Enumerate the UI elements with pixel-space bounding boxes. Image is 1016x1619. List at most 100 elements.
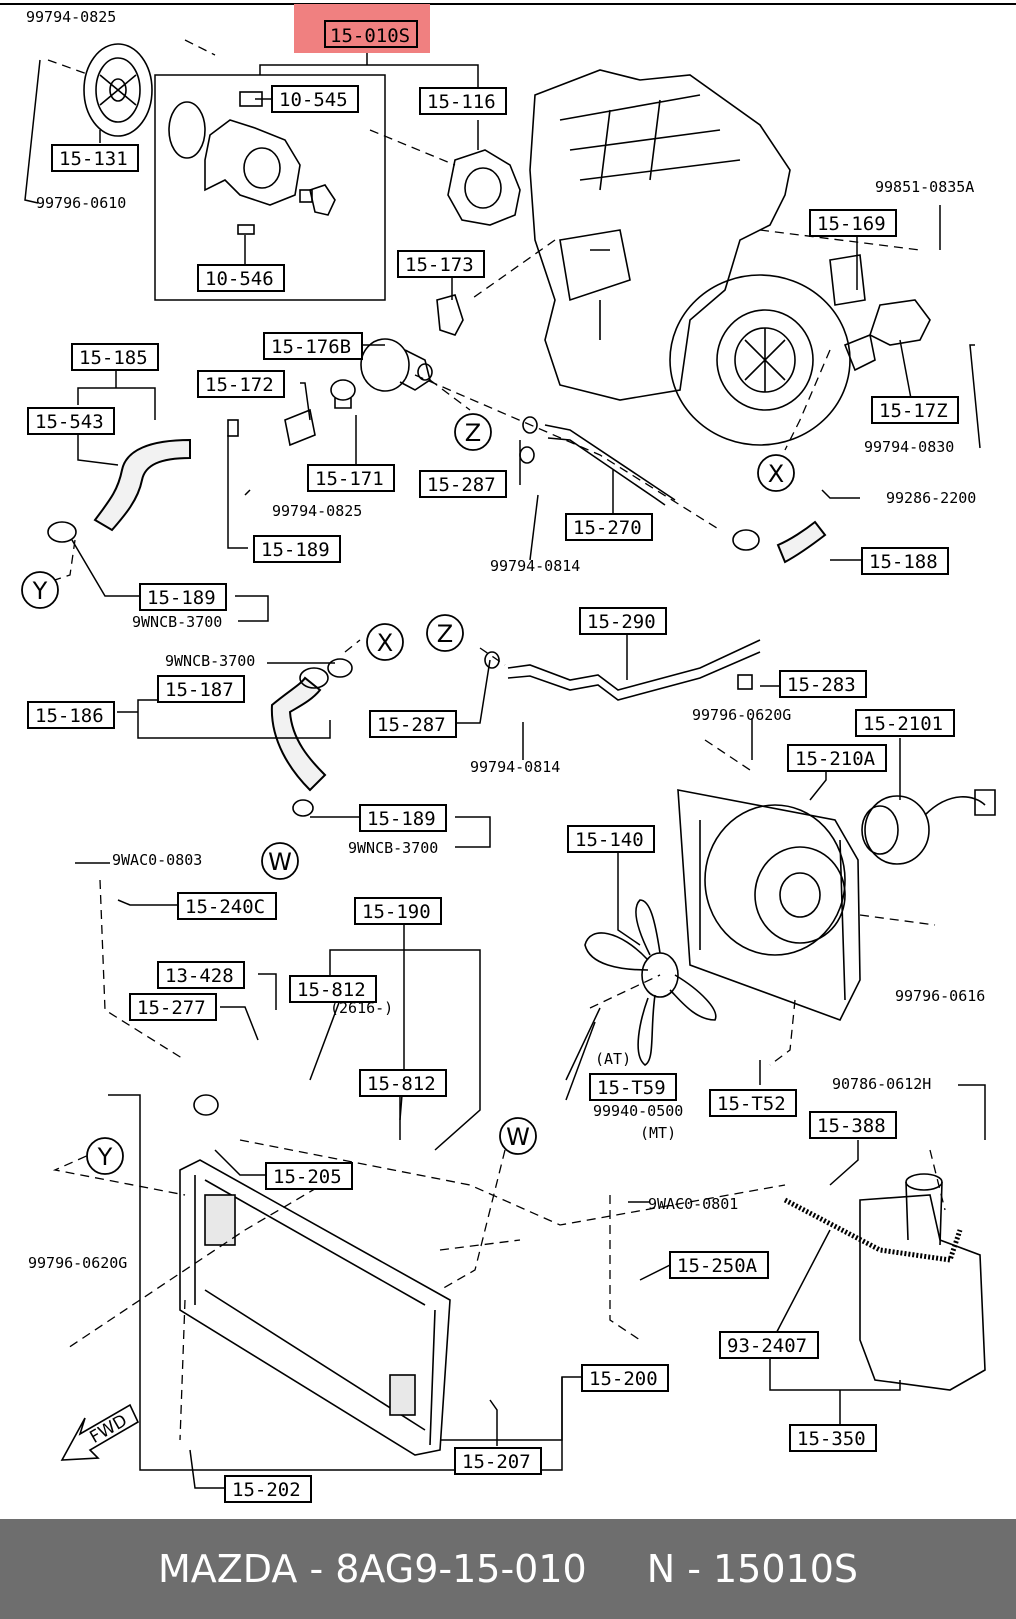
part-label-15-388[interactable]: 15-388 (809, 1111, 897, 1139)
part-label-15-185[interactable]: 15-185 (71, 343, 159, 371)
fastener-label-99796-0620G[interactable]: 99796-0620G (28, 1254, 127, 1272)
part-label-15-189[interactable]: 15-189 (253, 535, 341, 563)
part-label-15-187[interactable]: 15-187 (157, 675, 245, 703)
fastener-label-9WNCB-3700[interactable]: 9WNCB-3700 (348, 839, 438, 857)
part-label-15-176B[interactable]: 15-176B (263, 332, 363, 360)
part-number-text: 15-17Z (879, 400, 948, 422)
fastener-label-99794-0825[interactable]: 99794-0825 (272, 502, 362, 520)
fastener-label-99794-0825[interactable]: 99794-0825 (26, 8, 116, 26)
part-label-15-173[interactable]: 15-173 (397, 250, 485, 278)
flywheel-drawing (669, 274, 851, 446)
part-label-15-350[interactable]: 15-350 (789, 1424, 877, 1452)
fastener-label-99851-0835A[interactable]: 99851-0835A (875, 178, 974, 196)
part-label-15-240C[interactable]: 15-240C (177, 892, 277, 920)
fastener-label-9WAC0-0801[interactable]: 9WAC0-0801 (648, 1195, 738, 1213)
footer-part-number: MAZDA - 8AG9-15-010 (157, 1547, 587, 1591)
part-number-text: 15-350 (797, 1428, 866, 1450)
part-label-15-2101[interactable]: 15-2101 (855, 709, 955, 737)
highlight-label-box[interactable]: 15-010S (324, 20, 418, 48)
part-number-text: 15-169 (817, 213, 886, 235)
part-label-10-546[interactable]: 10-546 (197, 264, 285, 292)
part-label-15-T59[interactable]: 15-T59 (589, 1073, 677, 1101)
fastener-label-99796-0620G[interactable]: 99796-0620G (692, 706, 791, 724)
part-label-13-428[interactable]: 13-428 (157, 961, 245, 989)
part-number-text: 15-207 (462, 1451, 531, 1473)
part-label-10-545[interactable]: 10-545 (271, 85, 359, 113)
part-number-text: 15-190 (362, 901, 431, 923)
svg-text:X: X (768, 460, 784, 488)
part-labels: 15-116 10-545 15-131 10-546 15-173 15-169 15-1… (27, 85, 959, 1503)
fwd-arrow-drawing (60, 1403, 140, 1461)
part-number-text: 15-131 (59, 148, 128, 170)
fastener-label-9WNCB-3700[interactable]: 9WNCB-3700 (132, 613, 222, 631)
parts-diagram: FWD (0, 3, 1016, 1503)
fastener-labels: 99794-0825 99796-0610 99851-0835A 99794-082… (26, 8, 985, 1272)
part-number-text: 15-543 (35, 411, 104, 433)
radiator-drawing (179, 1094, 451, 1456)
fastener-label-90786-0612H[interactable]: 90786-0612H (832, 1075, 931, 1093)
part-number-text: 15-812 (367, 1073, 436, 1095)
part-label-15-116[interactable]: 15-116 (419, 87, 507, 115)
fastener-label-9WNCB-3700[interactable]: 9WNCB-3700 (165, 652, 255, 670)
connector-marker-Y: Y (86, 1137, 124, 1175)
connector-marker-W: W (261, 842, 299, 880)
part-label-15-270[interactable]: 15-270 (565, 513, 653, 541)
fastener-label-99794-0830[interactable]: 99794-0830 (864, 438, 954, 456)
fastener-label-2616-[interactable]: (2616-) (330, 999, 393, 1017)
solid-leader-lines (24, 52, 986, 1489)
part-number-text: 15-2101 (863, 713, 943, 735)
part-label-15-186[interactable]: 15-186 (27, 701, 115, 729)
part-label-15-290[interactable]: 15-290 (579, 607, 667, 635)
connector-marker-Z: Z (454, 413, 492, 451)
part-label-15-140[interactable]: 15-140 (567, 825, 655, 853)
fastener-label-99794-0814[interactable]: 99794-0814 (470, 758, 560, 776)
part-label-15-189[interactable]: 15-189 (139, 583, 227, 611)
fastener-label-99794-0814[interactable]: 99794-0814 (490, 557, 580, 575)
part-label-15-250A[interactable]: 15-250A (669, 1251, 769, 1279)
part-number-text: 15-287 (427, 474, 496, 496)
part-label-15-283[interactable]: 15-283 (779, 670, 867, 698)
part-label-15-189[interactable]: 15-189 (359, 804, 447, 832)
part-label-15-287[interactable]: 15-287 (369, 710, 457, 738)
part-label-15-200[interactable]: 15-200 (581, 1364, 669, 1392)
part-label-15-171[interactable]: 15-171 (307, 464, 395, 492)
part-label-15-277[interactable]: 15-277 (129, 993, 217, 1021)
fastener-label-99796-0616[interactable]: 99796-0616 (895, 987, 985, 1005)
fastener-label-99940-0500[interactable]: 99940-0500 (593, 1102, 683, 1120)
fastener-label-MT[interactable]: (MT) (640, 1124, 676, 1142)
part-label-15-190[interactable]: 15-190 (354, 897, 442, 925)
part-label-15-812[interactable]: 15-812 (359, 1069, 447, 1097)
fan-motor-drawing (861, 789, 996, 865)
fastener-label-9WAC0-0803[interactable]: 9WAC0-0803 (112, 851, 202, 869)
hose-clamp-drawings (47, 446, 760, 817)
heater-hose-drawing (776, 520, 827, 564)
water-pump-gasket-drawing (447, 149, 521, 226)
part-label-15-169[interactable]: 15-169 (809, 209, 897, 237)
part-label-15-210A[interactable]: 15-210A (787, 744, 887, 772)
part-label-15-812[interactable]: 15-812 (289, 975, 377, 1003)
part-label-15-T52[interactable]: 15-T52 (709, 1089, 797, 1117)
part-label-15-172[interactable]: 15-172 (197, 370, 285, 398)
part-label-15-202[interactable]: 15-202 (224, 1475, 312, 1503)
part-number-text: 15-187 (165, 679, 234, 701)
fastener-label-99796-0610[interactable]: 99796-0610 (36, 194, 126, 212)
part-label-15-188[interactable]: 15-188 (861, 547, 949, 575)
part-number-text: 15-210A (795, 748, 876, 770)
part-label-15-17Z[interactable]: 15-17Z (871, 396, 959, 424)
part-number-text: 15-200 (589, 1368, 658, 1390)
connector-marker-X: X (366, 623, 404, 661)
part-label-15-543[interactable]: 15-543 (27, 407, 115, 435)
part-number-text: 15-240C (185, 896, 265, 918)
part-number-text: 15-186 (35, 705, 104, 727)
part-label-93-2407[interactable]: 93-2407 (719, 1331, 819, 1359)
part-label-15-131[interactable]: 15-131 (51, 144, 139, 172)
svg-text:Y: Y (32, 577, 48, 605)
fastener-label-AT[interactable]: (AT) (595, 1050, 631, 1068)
fastener-label-99286-2200[interactable]: 99286-2200 (886, 489, 976, 507)
part-label-15-207[interactable]: 15-207 (454, 1447, 542, 1475)
part-label-15-287[interactable]: 15-287 (419, 470, 507, 498)
part-number-text: 15-388 (817, 1115, 886, 1137)
part-label-15-205[interactable]: 15-205 (265, 1162, 353, 1190)
cooling-fan-shroud-drawing (677, 789, 861, 1021)
